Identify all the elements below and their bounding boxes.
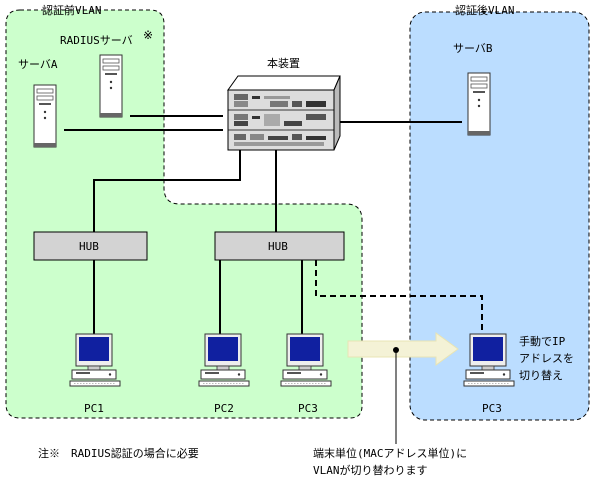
pc3: [280, 333, 332, 387]
server-b-label: サーバB: [453, 42, 493, 55]
vlan-switch-line-2: VLANが切り替わります: [313, 463, 428, 477]
radius-server: [99, 54, 123, 118]
hub-1-label: HUB: [79, 240, 99, 253]
manual-ip-line-1: 手動でIP: [519, 334, 566, 348]
main-device: [227, 75, 341, 151]
post-auth-vlan-label: 認証後VLAN: [455, 3, 515, 17]
cable-main-hub1: [93, 146, 241, 232]
server-a-label: サーバA: [18, 58, 58, 71]
footnote-radius: 注※ RADIUS認証の場合に必要: [38, 446, 199, 460]
move-arrow: [347, 332, 459, 366]
vlan-switch-leader-dot: [393, 347, 399, 353]
pc3-label: PC3: [298, 402, 318, 415]
hub-2: HUB: [214, 231, 345, 261]
hub-2-label: HUB: [268, 240, 288, 253]
pc1-label: PC1: [84, 402, 104, 415]
pc2-label: PC2: [214, 402, 234, 415]
pc1: [69, 333, 121, 387]
vlan-switch-line-1: 端末単位(MACアドレス単位)に: [313, 446, 467, 460]
main-device-label: 本装置: [267, 56, 300, 70]
manual-ip-line-3: 切り替え: [519, 368, 563, 382]
server-a: [33, 84, 57, 148]
pc3-moved: [463, 333, 515, 387]
manual-ip-line-2: アドレスを: [519, 352, 574, 365]
radius-server-label: RADIUSサーバ: [60, 34, 133, 47]
pc3-moved-label: PC3: [482, 402, 502, 415]
radius-note-mark: ※: [143, 28, 153, 42]
server-b: [467, 72, 491, 136]
hub-1: HUB: [33, 231, 148, 261]
pre-auth-vlan-label: 認証前VLAN: [42, 3, 102, 17]
post-auth-vlan-zone: [409, 11, 590, 421]
pc2: [198, 333, 250, 387]
cable-hub2-pc3-moved: [315, 260, 483, 334]
